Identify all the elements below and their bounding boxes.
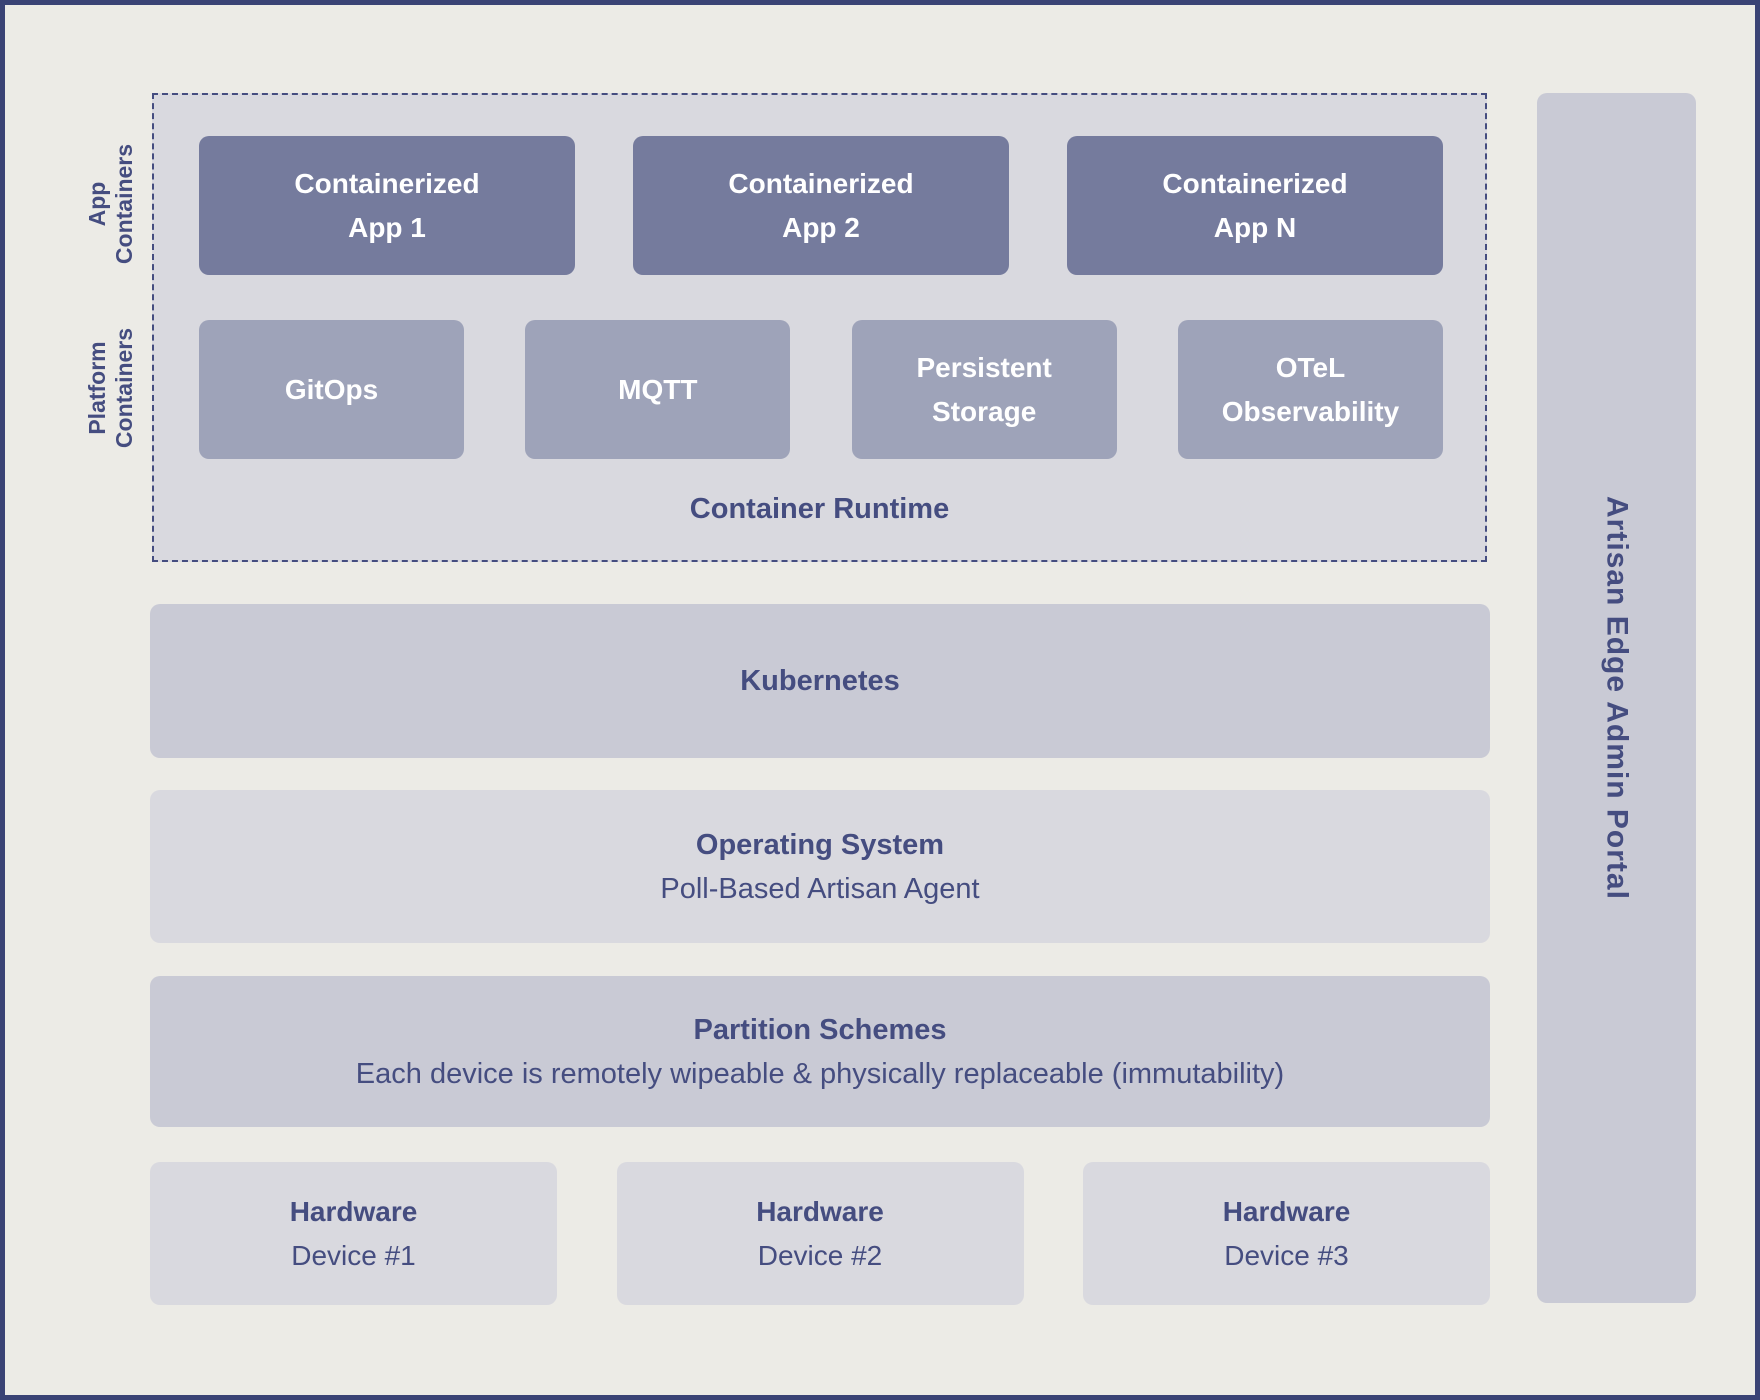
platform-containers-label: Platform Containers: [84, 327, 137, 449]
app-containers-row: Containerized App 1 Containerized App 2 …: [199, 136, 1443, 275]
hardware-device-3-box: Hardware Device #3: [1083, 1162, 1490, 1305]
hardware-device-2-subtitle: Device #2: [757, 1239, 883, 1271]
kubernetes-layer-title: Kubernetes: [740, 665, 900, 697]
partition-schemes-layer-title: Partition Schemes: [693, 1013, 947, 1046]
platform-containers-row: GitOps MQTT Persistent Storage OTeL Obse…: [199, 320, 1443, 459]
hardware-device-3-subtitle: Device #3: [1224, 1239, 1349, 1271]
containerized-app-n-box: Containerized App N: [1067, 136, 1443, 275]
containerized-app-1-box: Containerized App 1: [199, 136, 575, 275]
kubernetes-layer: Kubernetes: [150, 604, 1490, 758]
hardware-device-2-box: Hardware Device #2: [616, 1162, 1024, 1305]
partition-schemes-layer: Partition Schemes Each device is remotel…: [150, 976, 1490, 1127]
partition-schemes-layer-subtitle: Each device is remotely wipeable & physi…: [355, 1057, 1285, 1090]
app-containers-label: App Containers: [84, 143, 137, 265]
gitops-box: GitOps: [199, 320, 464, 459]
admin-portal-sidebar: Artisan Edge Admin Portal: [1537, 93, 1696, 1303]
containerized-app-2-box: Containerized App 2: [633, 136, 1009, 275]
persistent-storage-box: Persistent Storage: [851, 320, 1117, 459]
hardware-row: Hardware Device #1 Hardware Device #2 Ha…: [150, 1162, 1490, 1305]
hardware-device-1-title: Hardware: [289, 1195, 418, 1227]
hardware-device-3-title: Hardware: [1222, 1195, 1351, 1227]
operating-system-layer-subtitle: Poll-Based Artisan Agent: [660, 872, 980, 905]
operating-system-layer-title: Operating System: [695, 828, 945, 861]
hardware-device-1-box: Hardware Device #1: [150, 1162, 557, 1305]
container-runtime-label: Container Runtime: [689, 493, 950, 525]
mqtt-box: MQTT: [525, 320, 791, 459]
hardware-device-1-subtitle: Device #1: [291, 1239, 416, 1271]
admin-portal-label: Artisan Edge Admin Portal: [1600, 496, 1634, 900]
operating-system-layer: Operating System Poll-Based Artisan Agen…: [150, 790, 1490, 943]
hardware-device-2-title: Hardware: [756, 1195, 884, 1227]
otel-observability-box: OTeL Observability: [1177, 320, 1443, 459]
container-runtime-group: Containerized App 1 Containerized App 2 …: [152, 93, 1487, 562]
